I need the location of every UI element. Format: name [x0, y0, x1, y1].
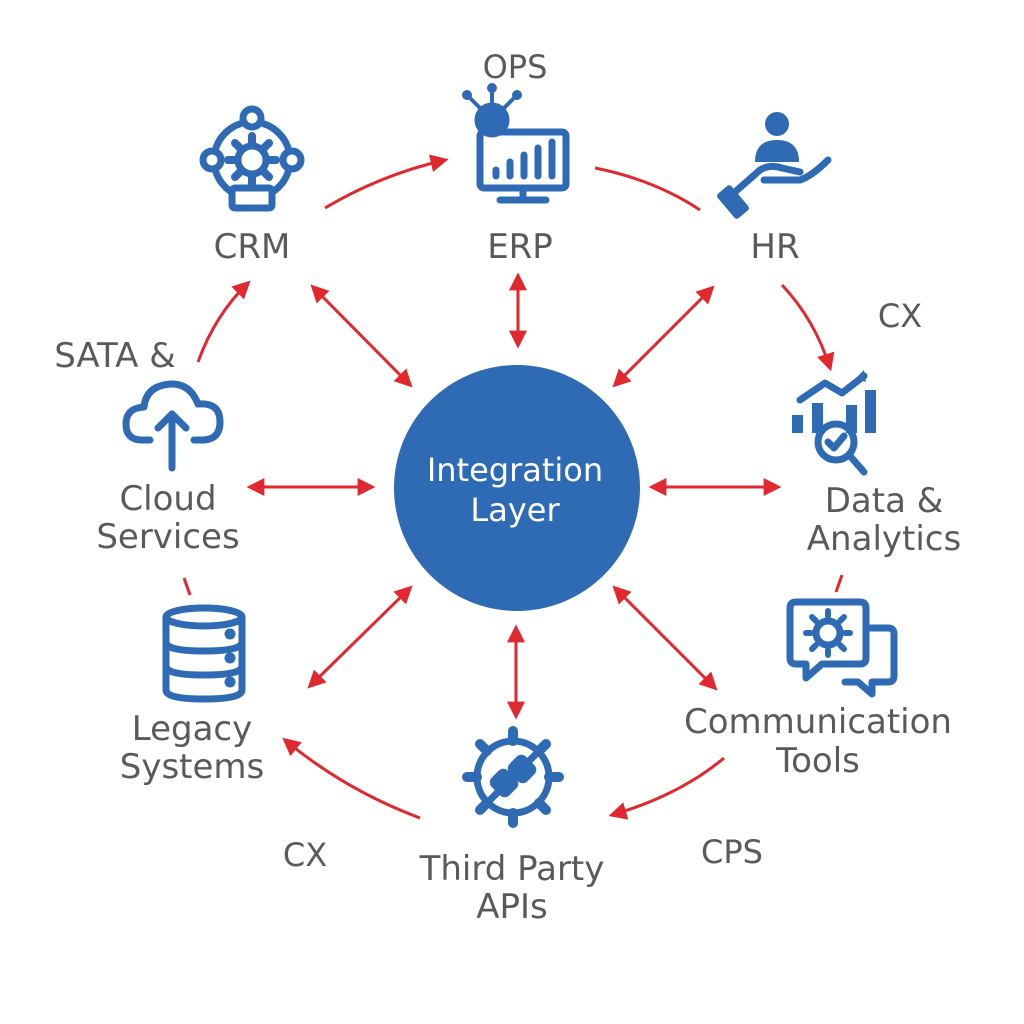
node-crm: CRM: [199, 105, 305, 267]
arrow-crm-to-erp: [324, 154, 449, 210]
person-hand-icon: [717, 112, 832, 219]
ring-connectors: [182, 154, 844, 820]
erp-label: ERP: [487, 227, 553, 267]
cloud-label-line1: Cloud: [119, 479, 216, 519]
cps-label: CPS: [701, 833, 763, 871]
arrow-cloud-to-crm: [196, 280, 251, 363]
crm-label: CRM: [214, 227, 291, 267]
database-icon: [162, 604, 246, 703]
cx-right-label: CX: [878, 297, 922, 335]
legacy-label-line1: Legacy: [132, 709, 253, 749]
spoke-comm: [612, 585, 718, 691]
cx-left-label: CX: [283, 836, 327, 874]
connector-data-to-comm: [834, 574, 844, 593]
node-data-analytics: CX Data & Analytics: [792, 297, 961, 559]
cloud-upload-icon: [122, 380, 224, 472]
cloud-label-line2: Services: [96, 517, 239, 557]
cloud-caption: SATA &: [54, 336, 176, 376]
spoke-hr: [612, 285, 715, 388]
hr-label: HR: [750, 227, 799, 267]
chart-monitor-icon: [462, 83, 570, 204]
hub-label-line2: Layer: [470, 491, 560, 529]
integration-layer-hub: Integration Layer: [394, 365, 640, 611]
spoke-crm: [310, 284, 413, 388]
plug-gear-icon: [462, 726, 564, 828]
erp-caption: OPS: [483, 48, 548, 86]
data-label-line2: Analytics: [807, 519, 961, 559]
gear-people-icon: [199, 105, 305, 212]
hub-label-line1: Integration: [427, 451, 603, 489]
hub-spokes: [246, 272, 782, 720]
legacy-label-line2: Systems: [120, 747, 265, 787]
connector-legacy-to-cloud: [182, 577, 192, 596]
node-cloud-services: SATA & Cloud Services: [54, 336, 239, 557]
node-erp: OPS ERP: [462, 48, 570, 267]
node-third-party-apis: Third Party APIs: [419, 726, 605, 927]
apis-label-line1: Third Party: [419, 849, 605, 889]
chat-gear-icon: [786, 598, 898, 698]
apis-label-line2: APIs: [476, 887, 548, 927]
connector-erp-to-hr: [594, 166, 701, 212]
node-legacy-systems: Legacy Systems CX: [120, 604, 327, 874]
node-hr: HR: [717, 112, 832, 267]
arrow-comm-to-apis: [608, 756, 725, 820]
comm-label-line2: Tools: [775, 741, 860, 781]
data-label-line1: Data &: [825, 481, 944, 521]
analytics-magnifier-icon: [792, 370, 876, 476]
comm-label-line1: Communication: [684, 702, 952, 742]
arrow-apis-to-legacy: [282, 737, 421, 820]
spoke-legacy: [307, 585, 413, 689]
arrow-hr-to-data: [780, 283, 835, 372]
node-communication-tools: Communication Tools CPS: [684, 598, 952, 871]
hub-circle: [394, 365, 640, 611]
